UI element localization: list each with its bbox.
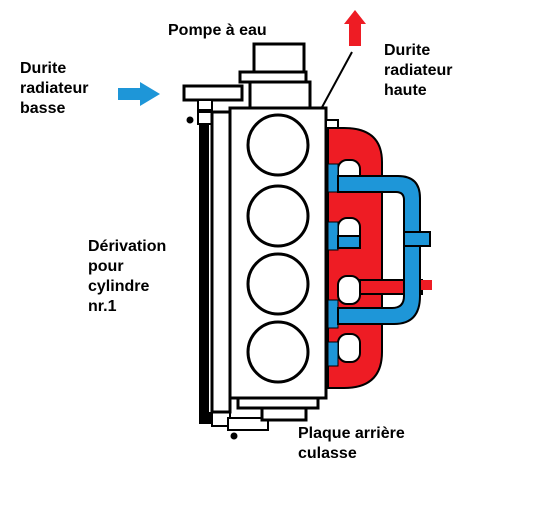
lower-hose-label: Durite radiateur basse (20, 59, 88, 119)
lower-hose-label-line: Durite (20, 60, 67, 77)
upper-hose-label: Durite radiateur haute (384, 41, 452, 101)
bypass-label: Dérivation pour cylindre nr.1 (88, 237, 166, 317)
bypass-label-line: nr.1 (88, 298, 117, 315)
bypass-label-line: Dérivation (88, 238, 167, 255)
engine-block (210, 106, 339, 414)
rear-plate (236, 396, 320, 422)
rear-plate-label-line: culasse (298, 445, 357, 462)
lower-hose-connector (182, 84, 244, 102)
water-pump (238, 42, 312, 112)
cylinder-1 (246, 113, 310, 177)
cold-coolant-manifold (327, 163, 431, 367)
upper-hose-label-line: radiateur (384, 62, 453, 79)
arrow-right-icon (118, 82, 160, 106)
lower-hose-label-line: basse (20, 100, 66, 117)
lower-hose-label-line: radiateur (20, 80, 89, 97)
arrow-up-icon (344, 10, 366, 46)
cylinder-2 (246, 184, 310, 248)
bypass-label-line: cylindre (88, 278, 150, 295)
upper-hose-label-line: haute (384, 82, 427, 99)
cylinder-3 (246, 252, 310, 316)
cylinder-4 (246, 320, 310, 384)
upper-hose-label-line: Durite (384, 42, 431, 59)
water-pump-label: Pompe à eau (168, 22, 267, 39)
rear-plate-label-line: Plaque arrière (298, 425, 405, 442)
bypass-label-line: pour (88, 258, 124, 275)
rear-plate-label: Plaque arrière culasse (298, 424, 405, 464)
